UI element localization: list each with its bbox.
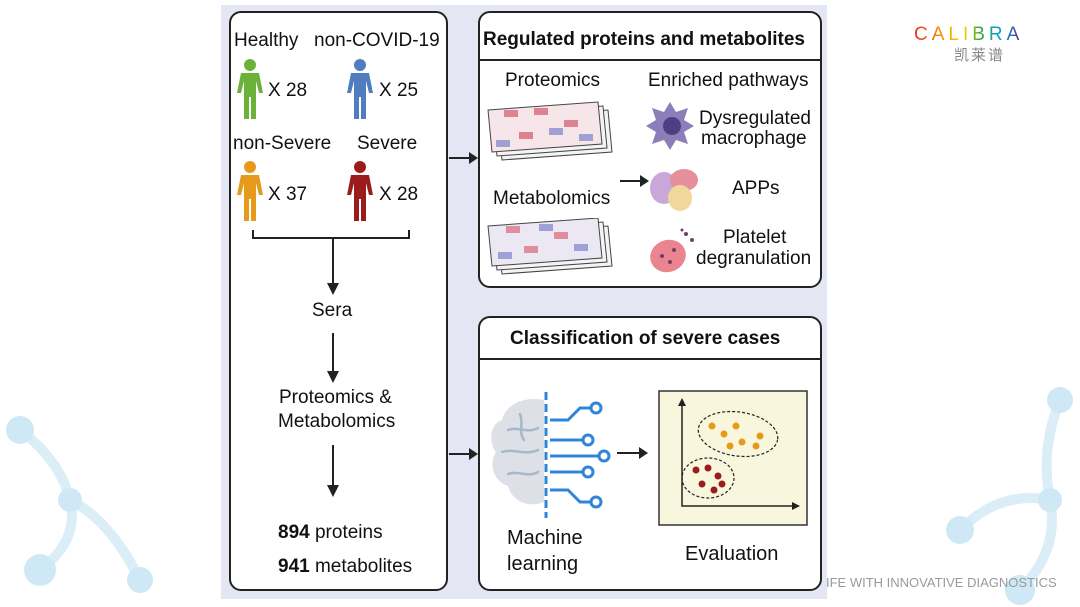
tagline: IFE WITH INNOVATIVE DIAGNOSTICS: [826, 575, 1057, 590]
group-count-healthy: X 28: [268, 80, 308, 101]
machine-learning-icon: [491, 392, 611, 518]
pathway-platelet-line1: Platelet: [723, 227, 787, 248]
metabolites-count: 941 metabolites: [278, 556, 412, 578]
proteomics-label: Proteomics: [505, 70, 601, 91]
group-label-noncovid: non-COVID-19: [314, 30, 440, 51]
metabolites-number: 941: [278, 556, 310, 577]
metabolites-label: metabolites: [314, 556, 413, 577]
pathway-apps: APPs: [732, 178, 780, 199]
brand-logo: CALIBRA 凯莱谱: [914, 24, 1064, 64]
arrow-to-pathways: [620, 175, 649, 187]
arrow-to-classification: [449, 448, 478, 460]
cohort-box: [229, 11, 448, 591]
group-count-severe: X 28: [379, 184, 419, 205]
person-icon-healthy: [237, 59, 263, 119]
metabolomics-label: Metabolomics: [493, 188, 611, 209]
protein-cluster-icon: [650, 169, 698, 211]
arrow-to-evaluation: [617, 447, 648, 459]
classification-title: Classification of severe cases: [510, 328, 781, 349]
proteins-number: 894: [278, 522, 310, 543]
group-count-noncovid: X 25: [379, 80, 419, 101]
logo-wordmark-icon: CALIBRA: [914, 24, 1023, 45]
ml-label-line1: Machine: [507, 527, 583, 549]
group-label-healthy: Healthy: [234, 30, 299, 51]
enriched-label: Enriched pathways: [648, 70, 809, 91]
person-icon-severe: [347, 161, 373, 221]
metabolomics-heatmap-icon: [487, 218, 613, 275]
group-label-severe: Severe: [357, 133, 418, 154]
proteins-label: proteins: [314, 522, 383, 543]
molecule-decoration-right: [946, 387, 1073, 605]
proteins-count: 894 proteins: [278, 522, 383, 544]
molecule-decoration-left: [6, 416, 153, 593]
proteomics-heatmap-icon: [487, 101, 613, 161]
macrophage-icon: [646, 102, 694, 150]
sera-label: Sera: [312, 300, 353, 321]
group-count-nonsevere: X 37: [268, 184, 308, 205]
regulated-divider: [480, 59, 820, 61]
ml-label-line2: learning: [507, 553, 579, 575]
person-icon-noncovid: [347, 59, 373, 119]
arrow-to-regulated: [449, 152, 478, 164]
method-line1: Proteomics &: [279, 387, 392, 408]
method-line2: Metabolomics: [278, 411, 396, 432]
pathway-platelet-line2: degranulation: [696, 248, 812, 269]
pathway-macrophage-line1: Dysregulated: [699, 108, 811, 129]
svg-text:CALIBRA: CALIBRA: [914, 24, 1023, 44]
evaluation-label: Evaluation: [685, 543, 779, 565]
logo-chinese: 凯莱谱: [954, 47, 1006, 64]
pathway-macrophage-line2: macrophage: [701, 128, 807, 149]
regulated-title: Regulated proteins and metabolites: [483, 29, 805, 50]
person-icon-nonsevere: [237, 161, 263, 221]
classification-divider: [480, 358, 820, 360]
platelet-icon: [650, 228, 694, 273]
group-label-nonsevere: non-Severe: [233, 133, 332, 154]
evaluation-scatter-icon: [658, 390, 808, 526]
cohort-flow-arrows: [252, 230, 410, 497]
